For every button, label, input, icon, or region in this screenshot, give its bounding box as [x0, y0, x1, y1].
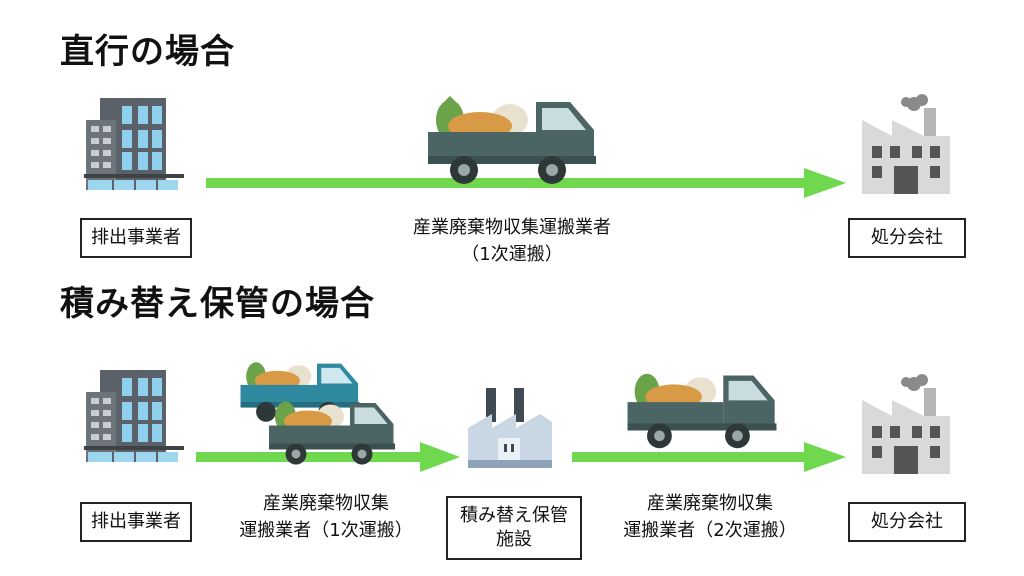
source-label: 排出事業者	[91, 226, 181, 248]
flow-arrow-1	[196, 442, 460, 472]
office-building-icon	[84, 370, 184, 462]
source-label: 排出事業者	[91, 510, 181, 532]
source-box-direct: 排出事業者	[80, 218, 192, 258]
carrier2-caption: 産業廃棄物収集 運搬業者（2次運搬）	[600, 490, 820, 544]
facility-box: 積み替え保管 施設	[446, 496, 582, 560]
factory-icon	[862, 94, 950, 194]
garbage-truck-icon	[240, 362, 360, 422]
carrier1-line2: 運搬業者（1次運搬）	[239, 520, 413, 541]
destination-label: 処分会社	[871, 510, 943, 532]
facility-line2: 施設	[496, 529, 532, 550]
carrier-line2: （1次運搬）	[461, 244, 563, 265]
carrier-line1: 産業廃棄物収集運搬業者	[413, 217, 611, 238]
transfer-facility-icon	[468, 388, 552, 468]
section-title-direct: 直行の場合	[60, 32, 235, 72]
source-box-transfer: 排出事業者	[80, 502, 192, 542]
garbage-truck-icon	[627, 373, 777, 449]
carrier1-line1: 産業廃棄物収集	[263, 493, 389, 514]
garbage-truck-icon	[269, 401, 395, 465]
section-title-transfer: 積み替え保管の場合	[60, 284, 375, 324]
carrier2-line1: 産業廃棄物収集	[647, 493, 773, 514]
garbage-truck-icon	[428, 96, 596, 184]
destination-label: 処分会社	[871, 226, 943, 248]
destination-box-transfer: 処分会社	[848, 502, 966, 542]
carrier-caption-direct: 産業廃棄物収集運搬業者 （1次運搬）	[370, 214, 654, 268]
destination-box-direct: 処分会社	[848, 218, 966, 258]
office-building-icon	[84, 98, 184, 190]
factory-icon	[862, 374, 950, 474]
carrier1-caption: 産業廃棄物収集 運搬業者（1次運搬）	[216, 490, 436, 544]
flow-arrow	[206, 168, 846, 198]
facility-line1: 積み替え保管	[460, 504, 568, 526]
carrier2-line2: 運搬業者（2次運搬）	[623, 520, 797, 541]
flow-arrow-2	[572, 442, 846, 472]
